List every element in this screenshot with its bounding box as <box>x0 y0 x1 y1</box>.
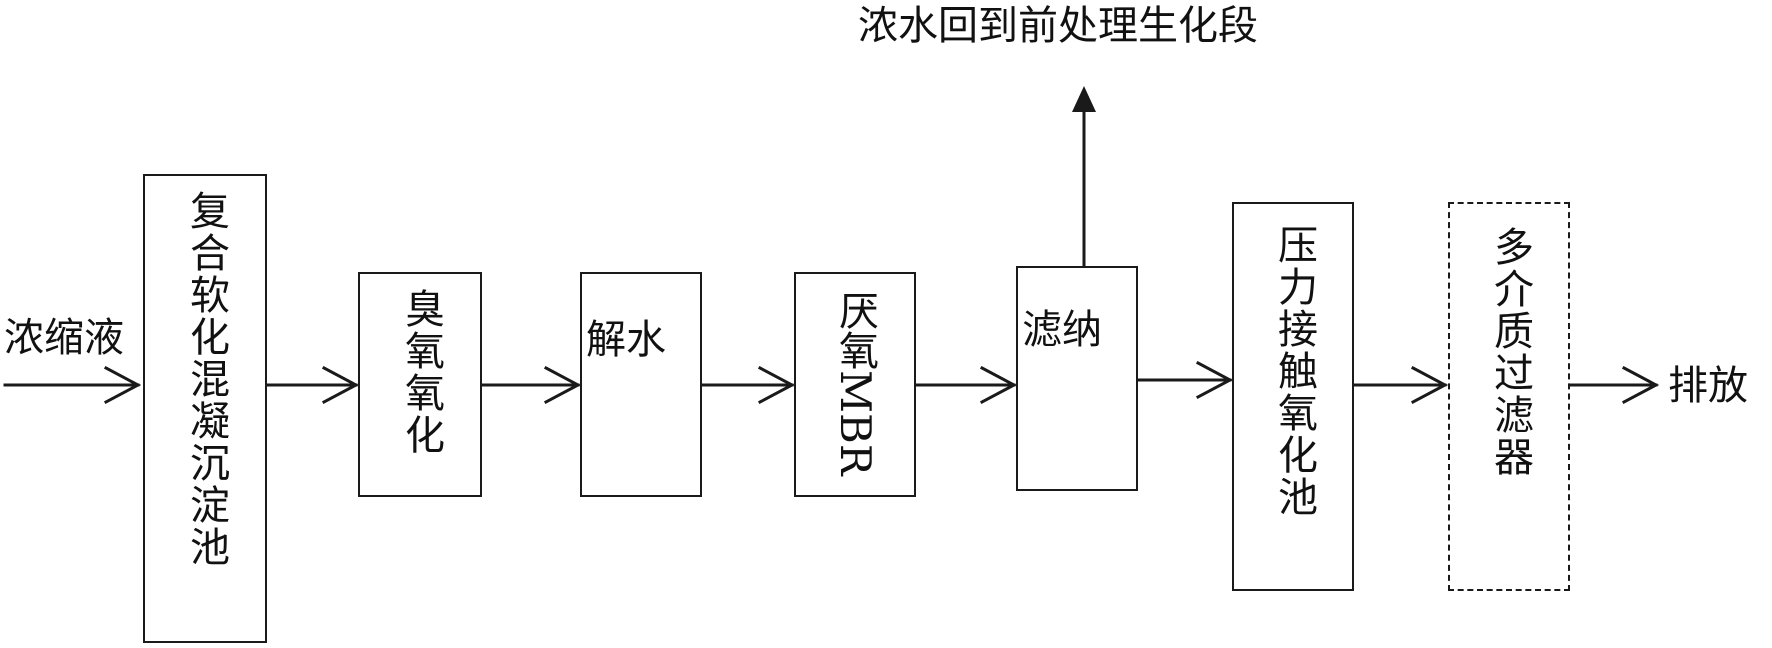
stage-box-multimedia-filter: 多介质过滤器 <box>1448 202 1570 591</box>
stage-box-nanofiltration: 纳滤 <box>1015 266 1138 491</box>
stage-label: 厌氧MBR <box>831 290 880 476</box>
stage-label-cjk: 厌氧 <box>832 290 878 370</box>
stage-label: 多介质过滤器 <box>1487 226 1533 478</box>
output-label: 排放 <box>1668 363 1748 409</box>
stage-box-hydrolysis: 水解 <box>579 272 702 497</box>
stage-box-pressure-oxidation: 压力接触氧化池 <box>1232 202 1354 591</box>
stage-label: 水解 <box>579 318 665 412</box>
arrow-concentrate-head <box>1072 86 1096 112</box>
stage-box-ozone: 臭氧氧化 <box>358 272 482 497</box>
stage-label: 复合软化混凝沉淀池 <box>183 190 229 568</box>
stage-box-anaerobic-mbr: 厌氧MBR <box>794 272 916 497</box>
stage-box-softening: 复合软化混凝沉淀池 <box>143 174 267 643</box>
stage-label: 压力接触氧化池 <box>1271 224 1317 518</box>
stage-label: 纳滤 <box>1015 308 1101 402</box>
concentrate-label: 浓水回到前处理生化段 <box>858 3 1258 49</box>
stage-label-latin: MBR <box>831 370 880 476</box>
stage-label: 臭氧氧化 <box>398 288 444 456</box>
input-label: 浓缩液 <box>4 315 124 361</box>
